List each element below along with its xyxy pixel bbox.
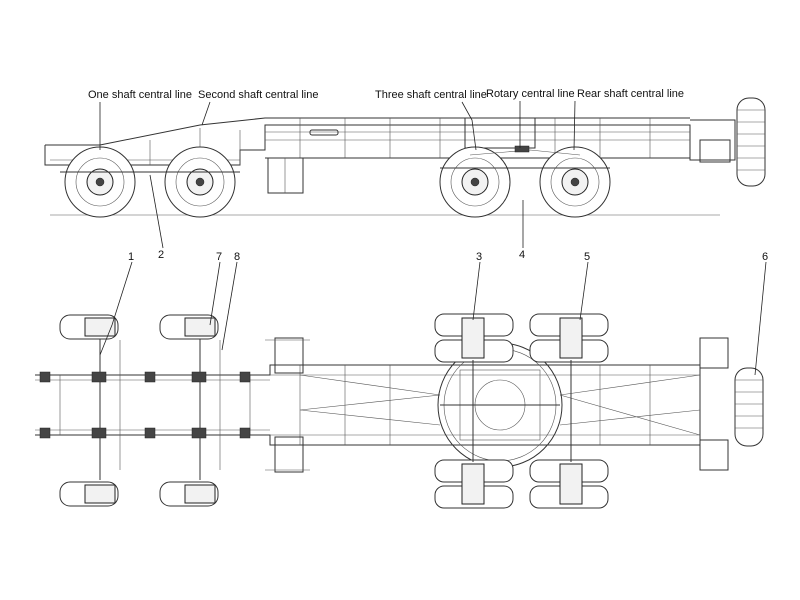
label-rotary: Rotary central line [486, 88, 575, 100]
label-three-shaft: Three shaft central line [375, 89, 487, 101]
top-front-axles [39, 314, 251, 507]
top-rear-bogie [434, 313, 609, 509]
label-rear-shaft: Rear shaft central line [577, 88, 684, 100]
top-spare-wheel [734, 367, 764, 447]
part-number-6: 6 [762, 251, 768, 263]
part-number-5: 5 [584, 251, 590, 263]
part-number-4: 4 [519, 249, 525, 261]
label-one-shaft: One shaft central line [88, 89, 192, 101]
top-view [35, 261, 767, 509]
part-number-7: 7 [216, 251, 222, 263]
side-view: One shaft central line Second shaft cent… [44, 88, 766, 249]
part-number-3: 3 [476, 251, 482, 263]
part-number-2: 2 [158, 249, 164, 261]
part-number-8: 8 [234, 251, 240, 263]
part-number-1: 1 [128, 251, 134, 263]
label-second-shaft: Second shaft central line [198, 89, 318, 101]
side-rear-axle-4 [539, 146, 611, 218]
side-spare-wheel [736, 97, 766, 187]
side-rear-axle-3 [439, 146, 511, 218]
side-front-axle-2 [164, 146, 236, 218]
side-front-axle-1 [64, 146, 136, 218]
